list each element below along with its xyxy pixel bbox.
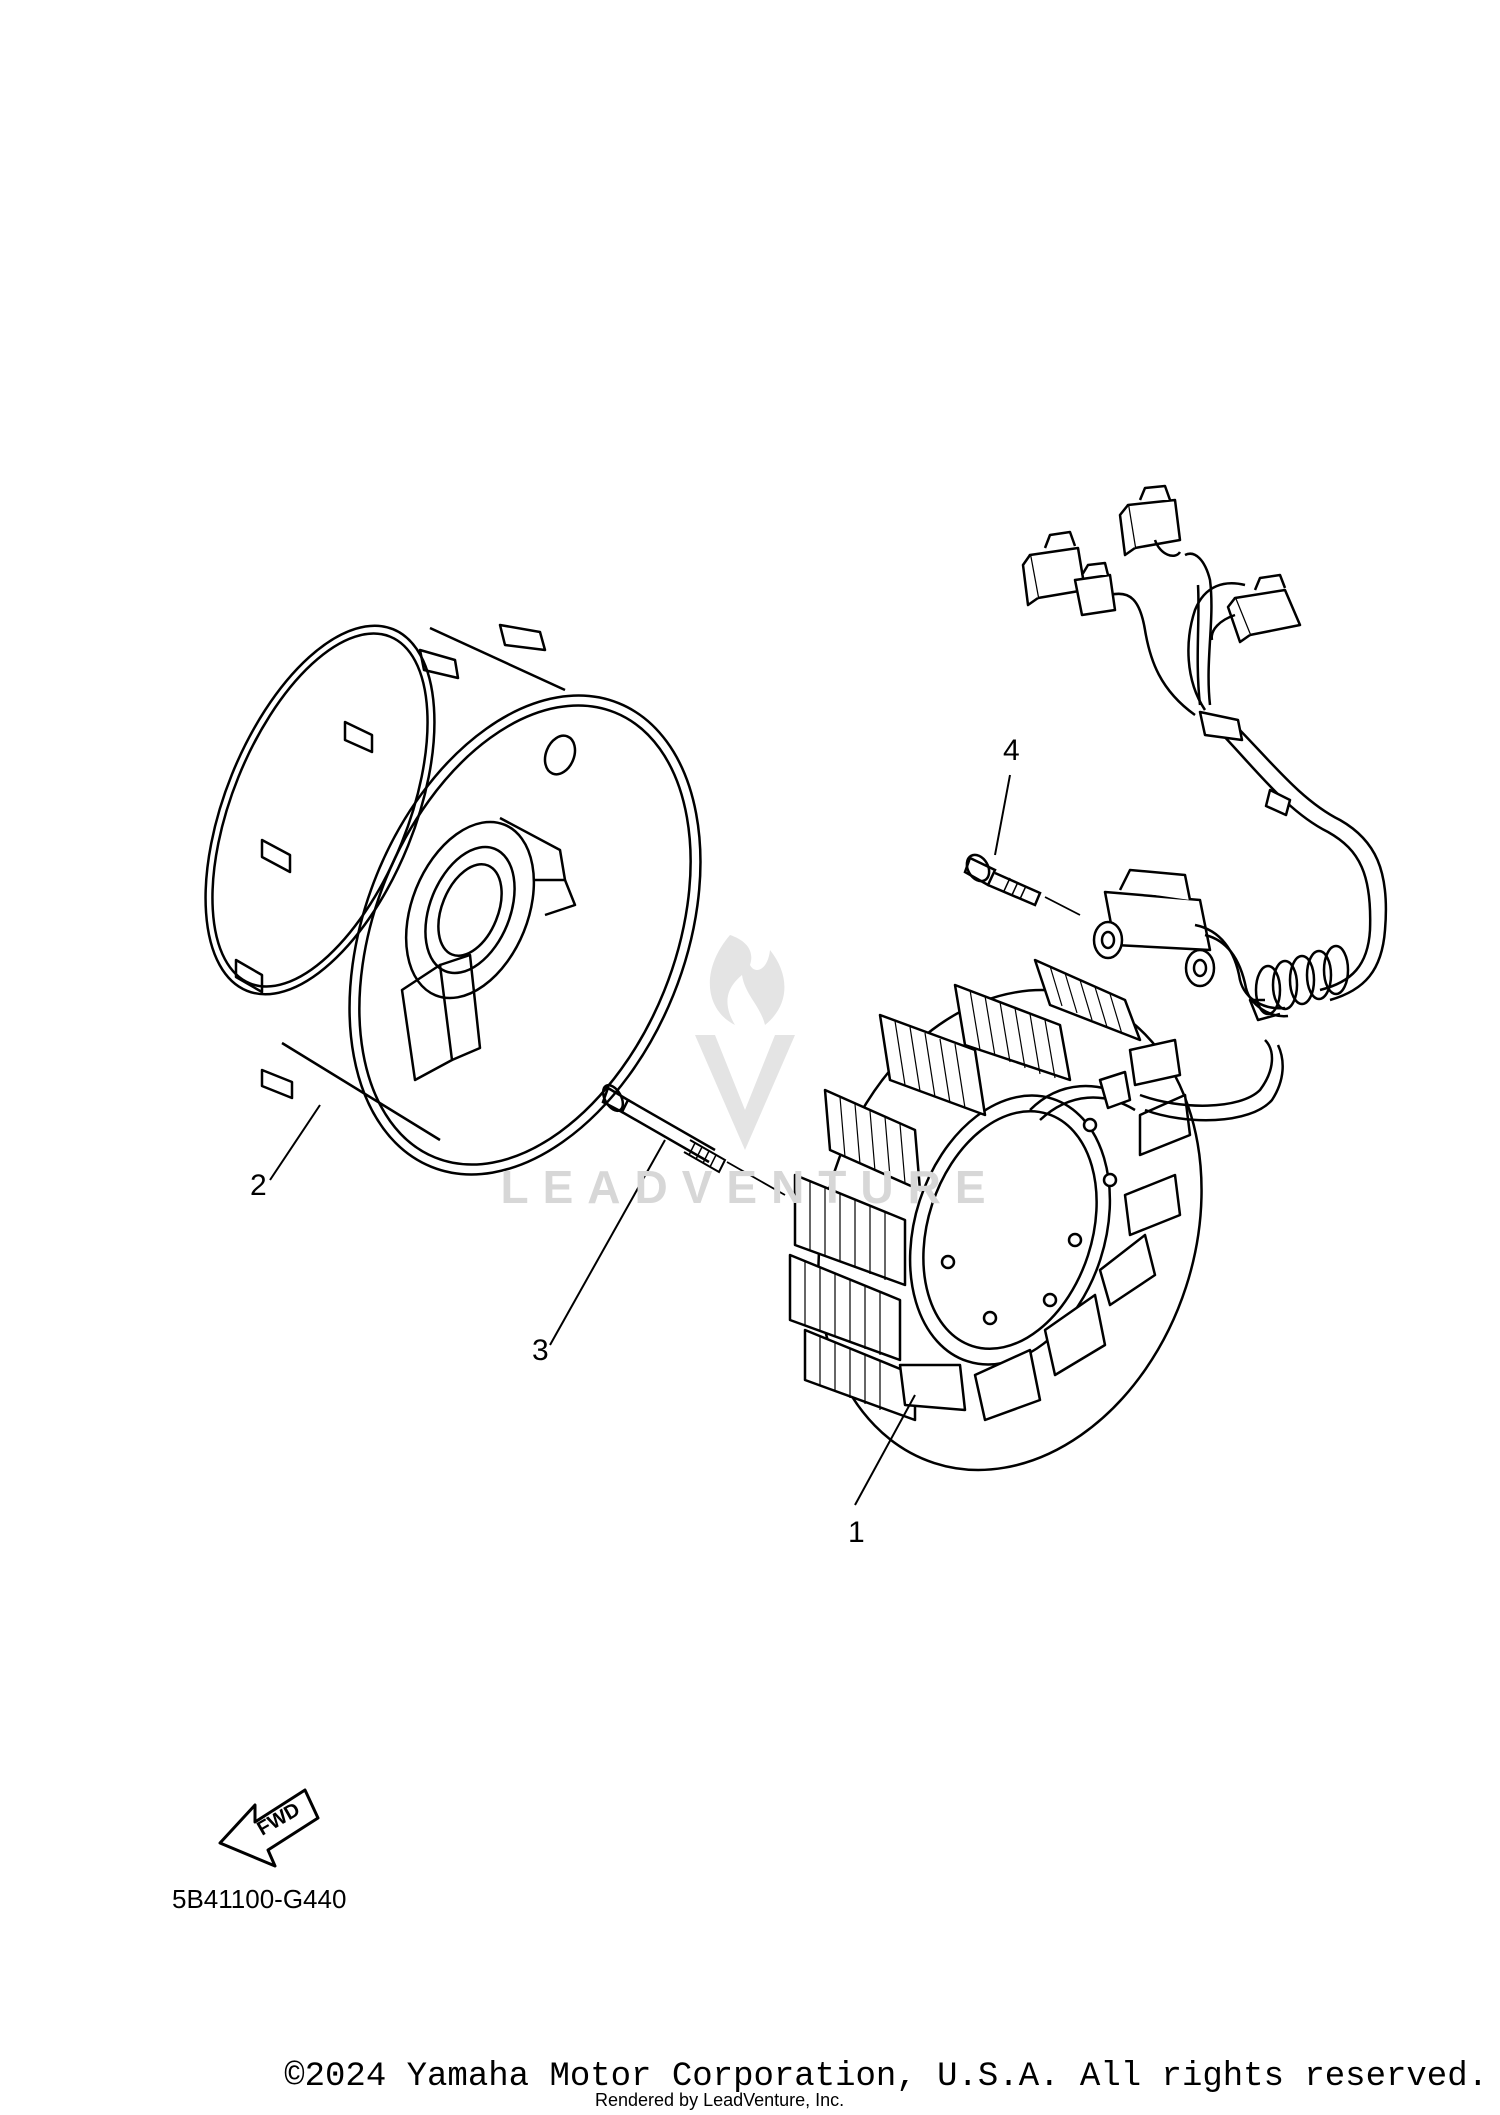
bolt-drawing [601,1083,786,1196]
coil-hatching [804,965,1123,1410]
copyright-notice: ©2024 Yamaha Motor Corporation, U.S.A. A… [284,2058,1488,2096]
stator-drawing [788,958,1284,1472]
callout-1: 1 [848,1516,865,1549]
watermark-logo [695,935,795,1150]
leader-line-4 [994,774,1011,856]
screw-drawing [963,853,1081,916]
leader-lines [269,774,1011,1506]
fwd-arrow-icon: FWD [218,1788,320,1868]
leader-line-1 [854,1394,916,1506]
watermark-text: LEADVENTURE [500,1161,1000,1213]
callout-3: 3 [532,1334,549,1367]
rotor-drawing [204,623,702,1176]
callout-2: 2 [250,1169,267,1202]
leader-line-2 [269,1104,321,1181]
leader-line-3 [549,1139,666,1346]
callout-4: 4 [1003,734,1020,767]
rendered-by-credit: Rendered by LeadVenture, Inc. [595,2090,845,2110]
stator-coils [788,958,1192,1422]
pickup-coil-drawing [1092,868,1289,1018]
diagram-code: 5B41100-G440 [172,1884,346,1914]
wire-harness-drawing [1021,484,1388,1022]
harness-tape-wraps [1254,944,1350,1016]
